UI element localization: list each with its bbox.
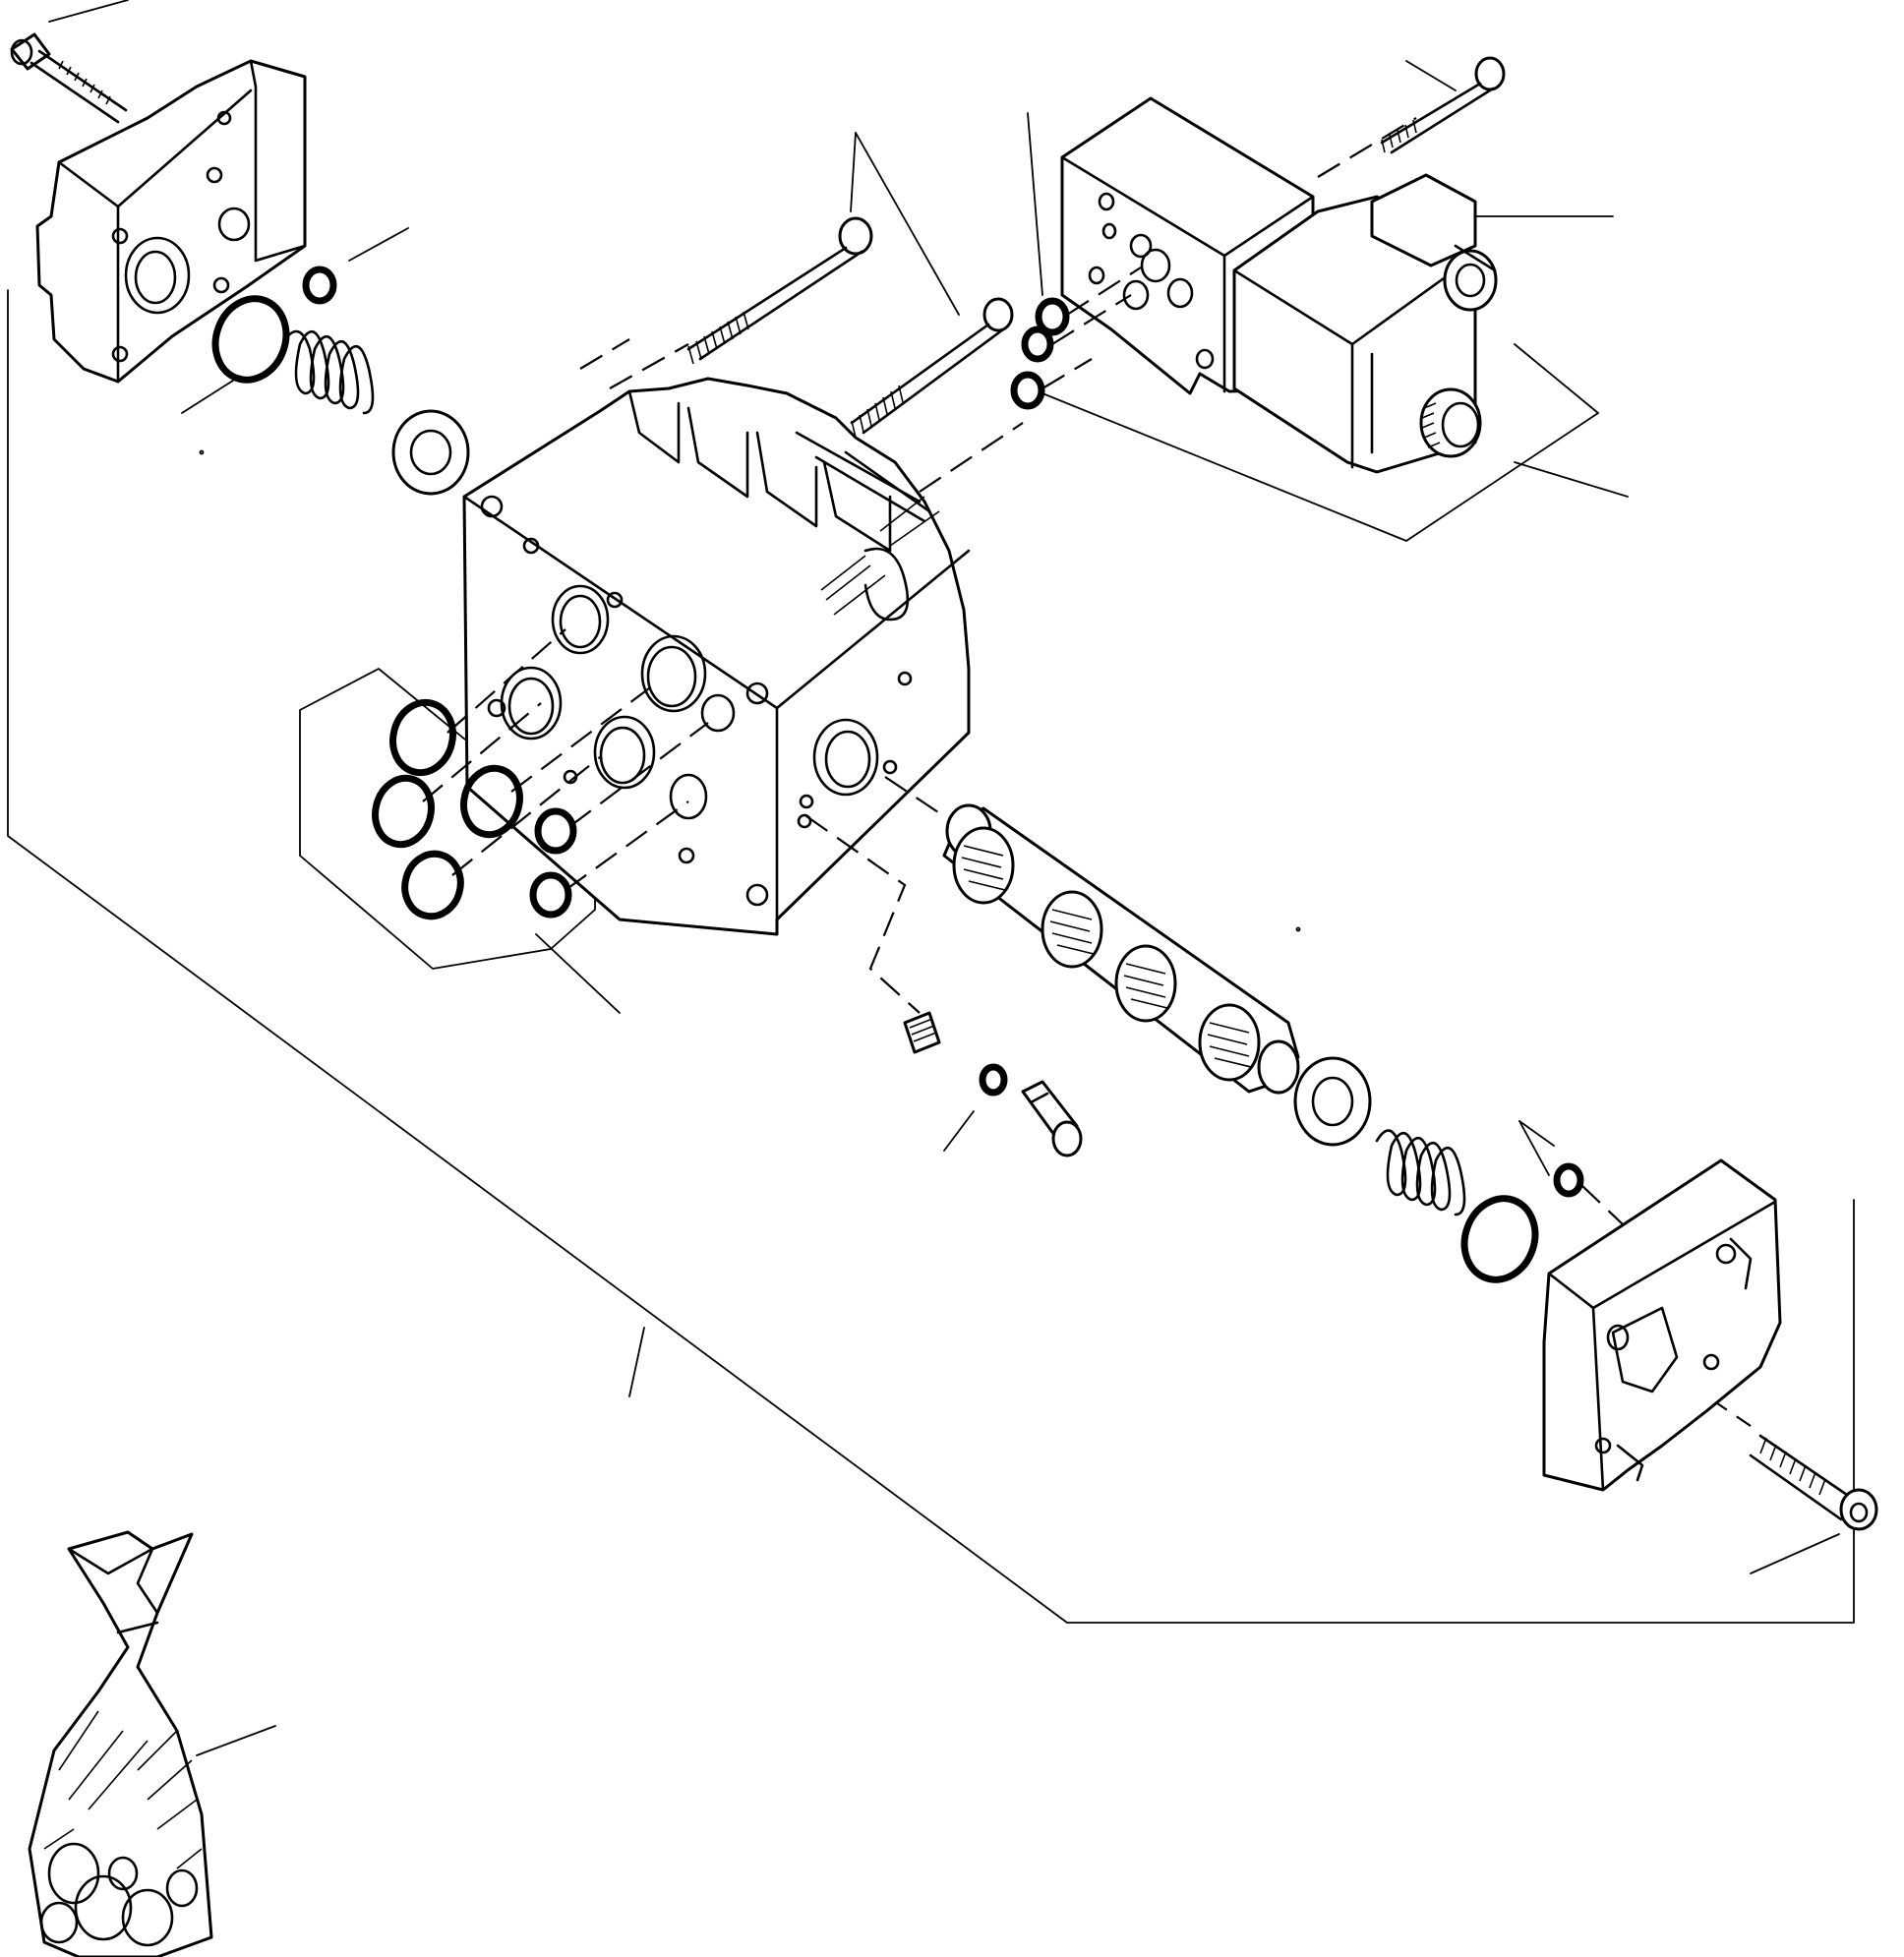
misc-marks [199,449,1301,932]
solenoid-alignment-dashes [579,117,1417,493]
through-bolt-upper [686,216,873,365]
valve-body [462,377,971,936]
callout-leader-lines [48,0,1840,1756]
port-o-rings [372,698,577,920]
cover-bolt-top-left [10,32,128,124]
kit-bracket-outline [7,289,1855,1624]
right-end-cover [1542,1158,1782,1492]
cover-bolt-bottom-right [1749,1434,1878,1531]
spool-alignment-dashes [805,776,945,1014]
spring-seat-washer-right [1293,1056,1372,1147]
o-ring-small-right-cover [1553,1162,1584,1198]
solenoid-mount-bolt [1380,56,1506,154]
solenoid-o-rings [1010,297,1070,410]
seal-kit-bag [28,1530,213,1957]
through-bolt-lower [850,297,1014,439]
port-alignment-dashes [422,628,709,891]
solenoid-group-bracket [1041,392,1599,542]
detent-washer [979,1063,1008,1097]
spring-seat-washer-left [391,409,470,496]
o-ring-large-right-cover [1460,1195,1539,1283]
detent-spring [903,1011,941,1054]
detent-plug [1021,1080,1083,1157]
valve-spool [942,803,1300,1095]
left-end-cover [35,59,307,384]
o-ring-large-left-cover [211,295,290,384]
solenoid-connector [1370,173,1498,312]
return-spring-left [283,329,375,415]
o-ring-small-left-cover [302,266,337,305]
solenoid-knurled-nut [1419,387,1482,458]
return-spring-right [1375,1129,1466,1216]
